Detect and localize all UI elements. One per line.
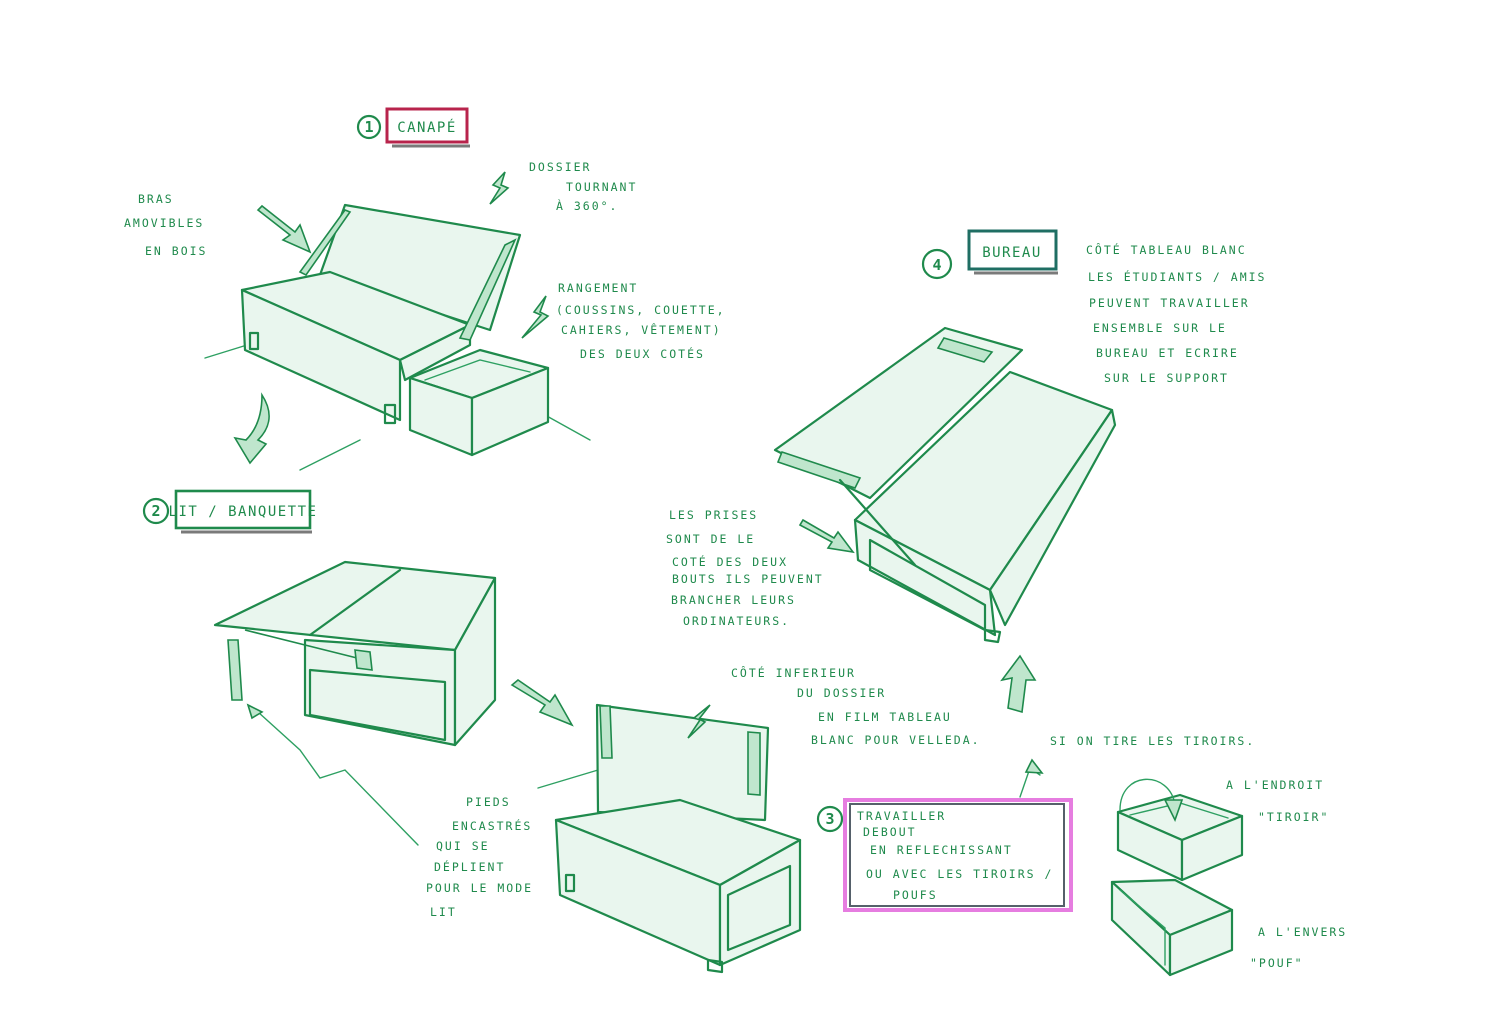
prises-line-1: LES PRISES: [669, 508, 758, 522]
step-3-line-2: DEBOUT: [863, 825, 917, 839]
dossier-note: DOSSIER TOURNANT À 360°.: [529, 160, 637, 213]
dossier-line-3: À 360°.: [556, 198, 618, 213]
pieds-line-3: QUI SE: [436, 839, 490, 853]
envers-line-1: A L'ENVERS: [1258, 925, 1347, 939]
step-2-label: 2 LIT / BANQUETTE: [142, 489, 318, 534]
rangement-arrow-icon: [521, 295, 550, 339]
prises-arrow-icon: [798, 518, 855, 554]
dossier-line-2: TOURNANT: [566, 180, 637, 194]
dossier-line-1: DOSSIER: [529, 160, 591, 174]
step-3-number: 3: [825, 810, 834, 828]
step-3-frame: [843, 798, 1073, 912]
rangement-note: RANGEMENT (COUSSINS, COUETTE, CAHIERS, V…: [556, 281, 726, 361]
step-3-label: 3 TRAVAILLER DEBOUT EN REFLECHISSANT OU …: [816, 798, 1073, 912]
pieds-line-4: DÉPLIENT: [434, 859, 505, 874]
pieds-line-1: PIEDS: [466, 795, 511, 809]
envers-note: A L'ENVERS "POUF": [1250, 925, 1347, 970]
envers-line-2: "POUF": [1250, 956, 1304, 970]
dossier-inferieur-note: CÔTÉ INFERIEUR DU DOSSIER EN FILM TABLEA…: [731, 665, 981, 747]
prises-line-5: BRANCHER LEURS: [671, 593, 796, 607]
dossier-inf-line-4: BLANC POUR VELLEDA.: [811, 733, 981, 747]
step-3-line-5: POUFS: [893, 888, 938, 902]
step-1-label: 1 CANAPÉ: [356, 107, 470, 148]
step-4-label: 4 BUREAU: [921, 229, 1058, 280]
step-3-line-1: TRAVAILLER: [857, 809, 946, 823]
bras-note: BRAS AMOVIBLES EN BOIS: [124, 192, 207, 258]
tiroirs-arrow-icon: [1024, 758, 1044, 774]
pieds-arrow-icon: [246, 703, 264, 720]
step-2-number: 2: [151, 502, 160, 520]
step-2-frame: [174, 489, 312, 530]
bureau-line-2: LES ÉTUDIANTS / AMIS: [1088, 269, 1266, 284]
bureau-note: CÔTÉ TABLEAU BLANC LES ÉTUDIANTS / AMIS …: [1086, 242, 1266, 385]
rangement-line-2: (COUSSINS, COUETTE,: [556, 303, 726, 317]
step-4-frame: [967, 229, 1058, 271]
step-4-title: BUREAU: [982, 245, 1042, 261]
bras-arrow-icon: [256, 204, 312, 254]
step-2-circle: [142, 497, 170, 525]
endroit-note: A L'ENDROIT "TIROIR": [1226, 778, 1329, 824]
step-3-circle: [816, 805, 844, 833]
rangement-line-1: RANGEMENT: [558, 281, 638, 295]
tiroirs-note: SI ON TIRE LES TIROIRS.: [1050, 734, 1255, 748]
prises-line-3: COTÉ DES DEUX: [672, 554, 788, 569]
pieds-line-2: ENCASTRÉS: [452, 818, 532, 833]
canape-drawing: [204, 203, 591, 471]
step-1-frame: [385, 107, 469, 144]
pieds-line-6: LIT: [430, 905, 457, 919]
step-1-circle: [356, 114, 382, 140]
step-3-line-4: OU AVEC LES TIROIRS /: [866, 867, 1053, 881]
bureau-line-1: CÔTÉ TABLEAU BLANC: [1086, 242, 1247, 257]
dossier-inf-line-2: DU DOSSIER: [797, 686, 886, 700]
pouf-drawing: [1110, 878, 1234, 977]
rangement-line-4: DES DEUX COTÉS: [580, 346, 705, 361]
prises-line-2: SONT DE LE: [666, 532, 755, 546]
dossier-inf-line-1: CÔTÉ INFERIEUR: [731, 665, 856, 680]
step-3-line-3: EN REFLECHISSANT: [870, 843, 1013, 857]
right-arrow-icon: [510, 678, 574, 727]
prises-line-6: ORDINATEURS.: [683, 614, 790, 628]
step-4-circle: [921, 248, 953, 280]
pieds-leader: [257, 711, 419, 846]
step-1-title: CANAPÉ: [397, 119, 457, 136]
bureau-line-6: SUR LE SUPPORT: [1104, 371, 1229, 385]
bras-line-1: BRAS: [138, 192, 174, 206]
prises-line-4: BOUTS ILS PEUVENT: [672, 572, 824, 586]
prises-note: LES PRISES SONT DE LE COTÉ DES DEUX BOUT…: [666, 508, 824, 628]
dossier-arrow-icon: [489, 171, 510, 205]
tiroir-drawing: [1116, 778, 1244, 882]
lit-drawing: [213, 560, 497, 747]
endroit-line-2: "TIROIR": [1258, 810, 1329, 824]
bureau-line-3: PEUVENT TRAVAILLER: [1089, 296, 1250, 310]
pieds-line-5: POUR LE MODE: [426, 881, 533, 895]
up-arrow-icon: [1000, 654, 1037, 714]
rangement-line-3: CAHIERS, VÊTEMENT): [561, 322, 722, 337]
bras-line-2: AMOVIBLES: [124, 216, 204, 230]
bureau-line-5: BUREAU ET ECRIRE: [1096, 346, 1239, 360]
endroit-line-1: A L'ENDROIT: [1226, 778, 1324, 792]
step-1-number: 1: [364, 118, 373, 136]
dossier-drawing: [537, 703, 802, 974]
bras-line-3: EN BOIS: [145, 244, 207, 258]
bureau-drawing: [773, 326, 1117, 644]
down-arrow-icon: [233, 392, 270, 465]
step-4-number: 4: [932, 256, 941, 274]
bureau-line-4: ENSEMBLE SUR LE: [1093, 321, 1227, 335]
pieds-note: PIEDS ENCASTRÉS QUI SE DÉPLIENT POUR LE …: [426, 795, 533, 919]
step-2-title: LIT / BANQUETTE: [169, 504, 318, 520]
dossier-inf-line-3: EN FILM TABLEAU: [818, 710, 952, 724]
